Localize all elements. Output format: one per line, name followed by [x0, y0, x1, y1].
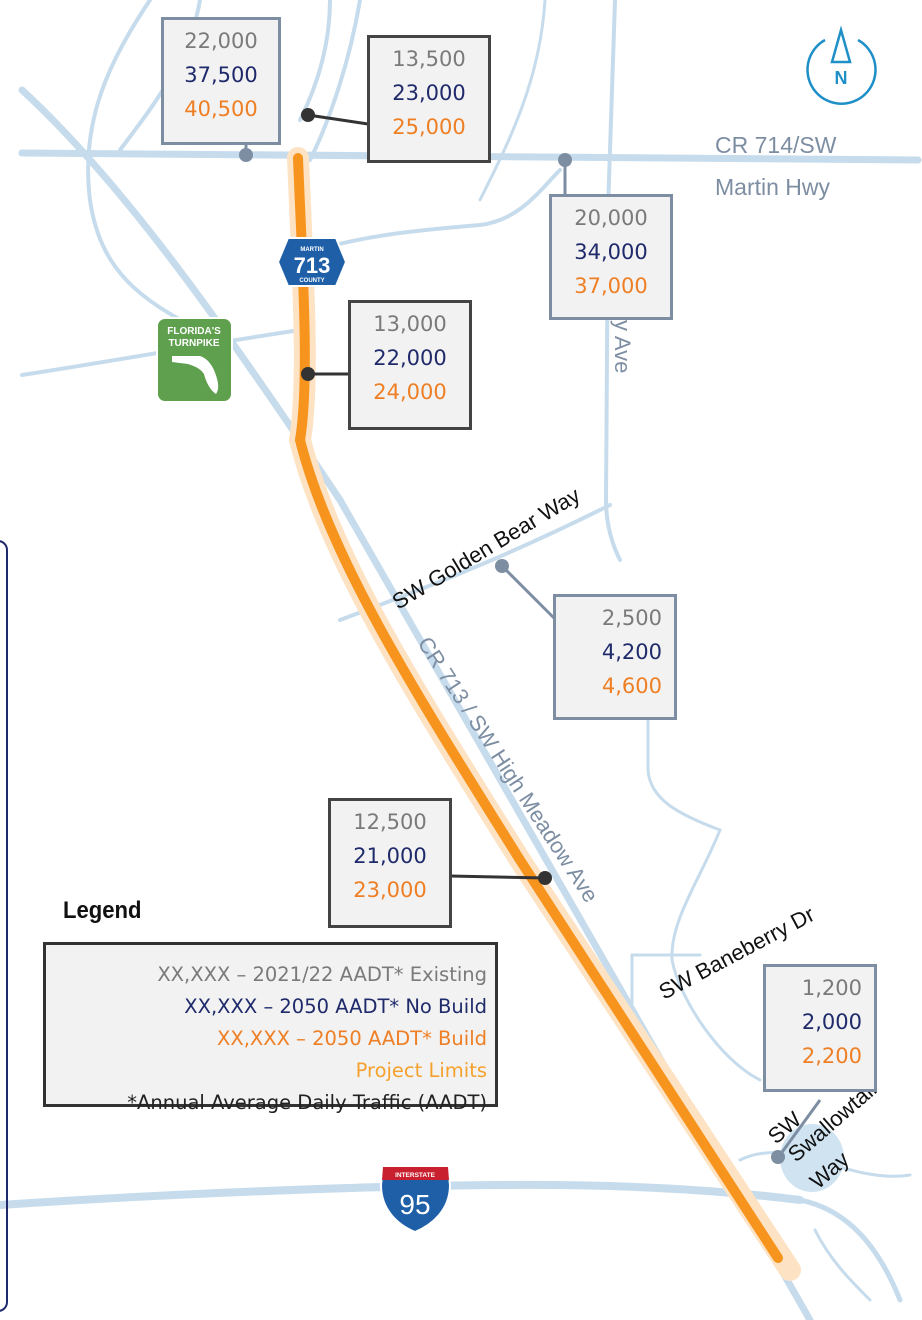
- point-3: [558, 153, 572, 167]
- north-arrow-icon: N: [806, 25, 877, 105]
- label-cr714-2: Martin Hwy: [715, 174, 831, 200]
- shield-interstate-label: INTERSTATE: [395, 1172, 436, 1179]
- traffic-callout: 13,500 23,000 25,000: [367, 35, 491, 163]
- aadt-build: 25,000: [392, 115, 466, 139]
- shield-interstate-num: 95: [399, 1189, 430, 1220]
- leader-points: [239, 108, 785, 1164]
- aadt-no-build: 21,000: [353, 844, 427, 868]
- road-local-east: [646, 653, 762, 1082]
- road-ne-ave-upper: [478, 0, 547, 202]
- aadt-build: 24,000: [373, 380, 447, 404]
- aadt-build: 2,200: [801, 1044, 862, 1068]
- leader-7: [778, 1099, 822, 1156]
- point-6: [538, 871, 552, 885]
- leader-2: [307, 113, 369, 126]
- aadt-existing: 22,000: [184, 29, 258, 53]
- aadt-no-build: 22,000: [373, 346, 447, 370]
- aadt-existing: 20,000: [574, 206, 648, 230]
- road-turnpike-ramp: [86, 0, 202, 332]
- aadt-existing: 13,000: [373, 312, 447, 336]
- aadt-no-build: 23,000: [392, 81, 466, 105]
- aadt-existing: 13,500: [392, 47, 466, 71]
- pond: [780, 1124, 844, 1192]
- legend-footnote: *Annual Average Daily Traffic (AADT): [127, 1091, 487, 1114]
- legend-no-build: XX,XXX – 2050 AADT* No Build: [184, 995, 487, 1018]
- turnpike-shield: FLORIDA'S TURNPIKE: [156, 317, 233, 403]
- road-upper-link-2: [308, 0, 362, 162]
- shield-turnpike-2: TURNPIKE: [168, 338, 219, 349]
- aadt-build: 40,500: [184, 97, 258, 121]
- label-cr714-1: CR 714/SW: [715, 132, 837, 158]
- aadt-existing: 12,500: [353, 810, 427, 834]
- legend-title: Legend: [63, 897, 142, 924]
- aadt-no-build: 37,500: [184, 63, 258, 87]
- aadt-no-build: 4,200: [601, 640, 662, 664]
- label-partial-ave: y Ave: [610, 320, 635, 373]
- point-1: [239, 148, 253, 162]
- legend: XX,XXX – 2021/22 AADT* Existing XX,XXX –…: [43, 942, 498, 1114]
- legend-build: XX,XXX – 2050 AADT* Build: [216, 1027, 487, 1050]
- leader-5: [500, 564, 556, 620]
- aadt-existing: 1,200: [801, 976, 862, 1000]
- road-upper-link: [298, 0, 332, 122]
- aadt-build: 23,000: [353, 878, 427, 902]
- side-panel-edge: [0, 540, 8, 1312]
- florida-state-icon: [172, 356, 219, 394]
- traffic-callout: 1,200 2,000 2,200: [763, 964, 877, 1092]
- road-i95: [0, 1180, 804, 1209]
- leader-6: [449, 874, 546, 880]
- aadt-build: 4,600: [601, 674, 662, 698]
- aadt-no-build: 34,000: [574, 240, 648, 264]
- traffic-callout: 2,500 4,200 4,600: [553, 594, 677, 720]
- traffic-callout: 13,000 22,000 24,000: [348, 300, 472, 430]
- interstate-95-shield: INTERSTATE 95: [379, 1166, 452, 1234]
- point-7: [771, 1150, 785, 1164]
- road-ne-ave: [603, 0, 622, 562]
- road-north-east: [298, 168, 562, 257]
- aadt-existing: 2,500: [601, 606, 662, 630]
- traffic-callout: 20,000 34,000 37,000: [549, 194, 673, 320]
- county-713-shield: MARTIN 713 COUNTY: [276, 237, 348, 287]
- road-i95-ramp: [797, 1197, 903, 1303]
- north-label: N: [835, 68, 848, 88]
- traffic-callout: 12,500 21,000 23,000: [328, 798, 452, 928]
- legend-existing: XX,XXX – 2021/22 AADT* Existing: [157, 963, 487, 986]
- point-5: [495, 559, 509, 573]
- point-4: [301, 367, 315, 381]
- aadt-build: 37,000: [574, 274, 648, 298]
- point-2: [301, 108, 315, 122]
- road-se-loop: [813, 1228, 872, 1302]
- legend-project-limits: Project Limits: [355, 1059, 487, 1082]
- shield-county-top: MARTIN: [300, 247, 323, 253]
- shield-county-num: 713: [294, 253, 331, 278]
- shield-turnpike-1: FLORIDA'S: [167, 326, 221, 337]
- traffic-callout: 22,000 37,500 40,500: [161, 17, 281, 145]
- aadt-no-build: 2,000: [801, 1010, 862, 1034]
- shield-county-bottom: COUNTY: [299, 278, 324, 284]
